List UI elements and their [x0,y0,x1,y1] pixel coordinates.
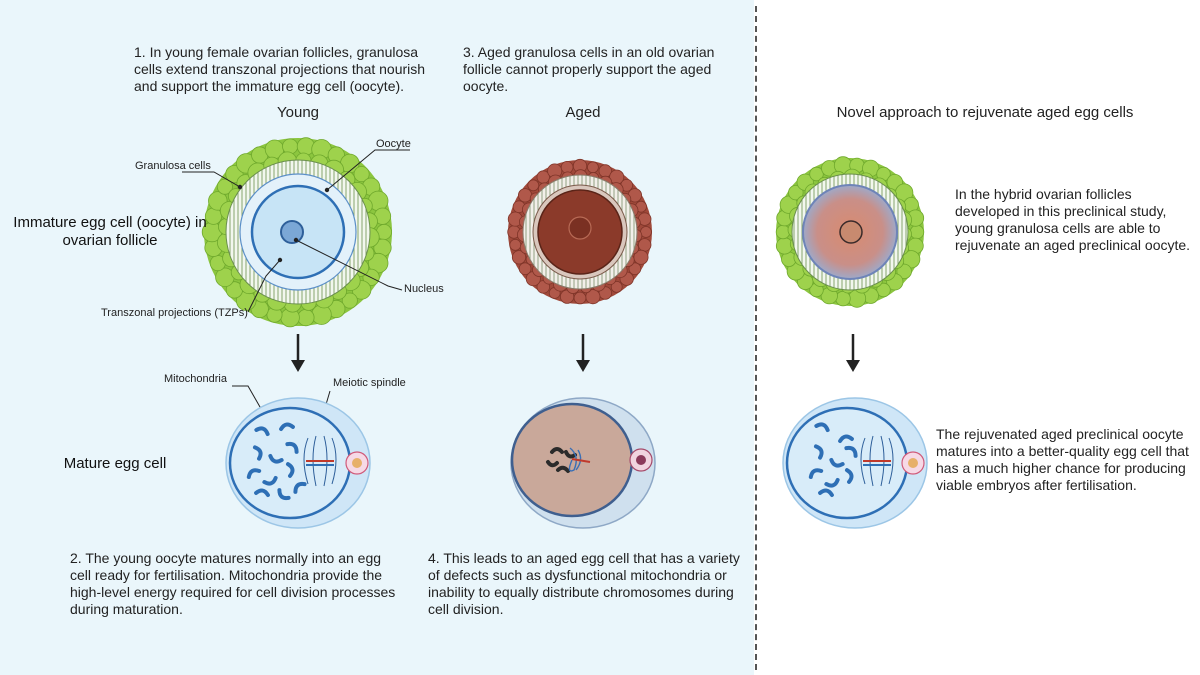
mitochondrion [252,445,263,461]
rejuvenated-mature-egg [782,397,928,529]
step2-text: 2. The young oocyte matures normally int… [70,550,396,617]
cell-blob [573,291,587,305]
cell-blob [341,292,358,309]
cell-blob [587,161,599,174]
section-divider [755,6,757,670]
callout-lines [182,149,410,433]
mitochondrion [818,488,834,498]
cell-blob [509,238,522,251]
young-nucleus [280,220,304,244]
mitochondrion [844,445,858,458]
cell-blob [610,280,623,293]
cell-blob [560,161,574,174]
row-label-immature: Immature egg cell (oocyte) in ovarian fo… [13,214,207,249]
mitochondrion [844,468,854,484]
hybrid-text: In the hybrid ovarian follicles develope… [955,186,1191,253]
aged-follicle [507,158,652,305]
callout-tzp: Transzonal projections (TZPs) [101,307,248,319]
mitochondrion [814,422,830,433]
aged-mitochondria [546,447,577,473]
hybrid-follicle [775,156,925,308]
aged-polar-body [629,448,653,472]
heading-aged: Aged [565,104,601,121]
cell-blob [775,224,791,240]
heading-young: Young [277,104,319,121]
callout-nucleus: Nucleus [404,283,444,295]
rejuvenated-mitochondria [808,422,858,498]
hybrid-nucleus [839,220,863,244]
step1-text: 1. In young female ovarian follicles, gr… [134,44,426,94]
mitochondrion [829,457,845,468]
heading-novel: Novel approach to rejuvenate aged egg ce… [836,104,1134,121]
mitochondrion [285,462,295,478]
rejuvenated-text: The rejuvenated aged preclinical oocyte … [936,426,1189,493]
step4-text: 4. This leads to an aged egg cell that h… [428,550,740,617]
callout-mitochondria: Mitochondria [164,373,227,385]
cell-blob [876,282,891,298]
callout-oocyte: Oocyte [376,138,411,150]
young-meiotic-spindle [303,435,337,487]
callout-granulosa: Granulosa cells [135,160,211,172]
mitochondrion [254,488,270,498]
cell-blob [353,166,370,183]
young-follicle [201,137,392,328]
cell-blob [788,184,804,201]
mitochondrion [293,481,307,494]
mitochondrion [279,422,295,432]
callout-spindle: Meiotic spindle [333,377,406,389]
mitochondrion [254,426,270,437]
cell-blob [216,178,233,195]
left-panel-background [0,0,754,675]
cell-blob [909,224,925,240]
young-mitochondria [246,422,307,501]
cell-blob [527,179,540,192]
aged-spindle [568,447,591,472]
rejuvenated-meiotic-spindle [860,435,894,487]
mitochondrion [813,444,824,460]
mitochondrion [277,488,291,501]
mitochondrion [268,453,284,464]
mitochondrion [262,475,278,486]
mitochondrion [824,477,840,488]
mitochondrion [285,441,299,454]
rejuvenated-polar-body [901,451,925,475]
cell-blob [896,263,912,280]
cell-blob [297,308,315,327]
cell-blob [282,138,299,155]
mitochondrion [838,434,854,444]
arrow-aged [576,334,590,372]
young-polar-body [345,451,369,475]
cell-blob [511,250,527,265]
aged-mature-egg [510,397,656,529]
cell-blob [809,166,824,182]
mitochondrion [246,468,262,479]
young-mature-egg [225,397,371,529]
arrow-young [291,334,305,372]
cell-blob [638,238,652,252]
cell-blob [835,290,851,307]
aged-nucleus [568,216,592,240]
step3-text: 3. Aged granulosa cells in an old ovaria… [463,44,715,94]
arrow-hybrid [846,334,860,372]
cell-blob [518,262,532,276]
row-label-mature: Mature egg cell [63,455,167,472]
mitochondrion [808,468,824,479]
cell-blob [628,262,642,276]
cell-blob [517,188,533,203]
